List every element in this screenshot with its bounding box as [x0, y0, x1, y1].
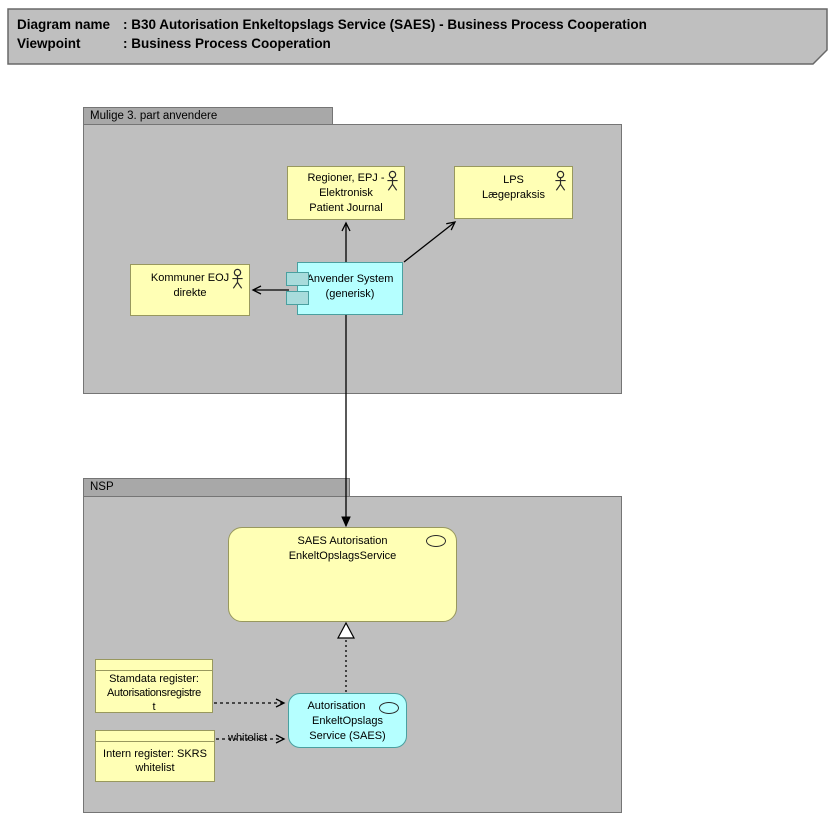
viewpoint-label: Viewpoint: [17, 36, 81, 51]
node-label: EnkeltOpslags: [312, 715, 383, 727]
group-nsp-tab: NSP: [83, 478, 350, 496]
component-icon: [286, 272, 309, 286]
node-label: t: [152, 701, 156, 713]
node-label: direkte: [173, 287, 207, 299]
node-label: Lægepraksis: [482, 189, 545, 201]
diagram-name-row: Diagram name : B30 Autorisation Enkeltops…: [17, 15, 647, 34]
component-icon: [286, 291, 309, 305]
node-label: whitelist: [135, 762, 175, 774]
service-icon: [426, 535, 446, 547]
business-actor-icon: [555, 170, 566, 191]
business-object-topbar: [96, 660, 212, 671]
group-third-party-tab: Mulige 3. part anvendere: [83, 107, 333, 124]
node-label: Stamdata register:: [109, 673, 199, 685]
node-lps: LPS Lægepraksis: [454, 166, 573, 219]
node-label: LPS: [503, 174, 524, 186]
node-label: EnkeltOpslagsService: [288, 550, 397, 562]
diagram-name-label: Diagram name: [17, 17, 111, 32]
node-label: (generisk): [325, 288, 375, 300]
connector-whitelist-label: whitelist: [226, 732, 270, 744]
group-nsp-label: NSP: [90, 481, 114, 493]
node-label: Autorisation: [307, 700, 366, 712]
group-third-party-label: Mulige 3. part anvendere: [90, 110, 218, 122]
node-intern-register: Intern register: SKRS whitelist: [95, 730, 215, 782]
node-label: SAES Autorisation: [297, 535, 388, 547]
viewpoint-row: Viewpoint : Business Process Cooperation: [17, 34, 647, 53]
node-label: Kommuner EOJ: [150, 272, 230, 284]
business-actor-icon: [387, 170, 398, 191]
node-label: Intern register: SKRS: [103, 748, 207, 760]
node-kommuner-eoj: Kommuner EOJ direkte: [130, 264, 250, 316]
node-anvender-system: Anvender System (generisk): [286, 262, 403, 315]
group-third-party-body: [83, 124, 622, 394]
service-icon: [379, 702, 399, 714]
diagram-name-value: : B30 Autorisation Enkeltopslags Service…: [123, 17, 647, 32]
node-label: Autorisationsregistre: [107, 687, 201, 699]
node-label: Regioner, EPJ -: [307, 172, 385, 184]
node-label: Elektronisk: [319, 187, 373, 199]
diagram-title-note: Diagram name : B30 Autorisation Enkeltops…: [17, 15, 647, 53]
node-stamdata-register: Stamdata register: Autorisationsregistre…: [95, 659, 213, 713]
viewpoint-value: : Business Process Cooperation: [123, 36, 331, 51]
node-label: Patient Journal: [309, 202, 383, 214]
node-saes-service: SAES Autorisation EnkeltOpslagsService: [228, 527, 457, 622]
node-autorisation-service: Autorisation EnkeltOpslags Service (SAES…: [288, 693, 407, 748]
business-object-topbar: [96, 731, 214, 742]
node-regioner-epj: Regioner, EPJ - Elektronisk Patient Jour…: [287, 166, 405, 220]
node-label: Anvender System: [306, 273, 394, 285]
node-label: Service (SAES): [309, 730, 386, 742]
business-actor-icon: [232, 268, 243, 289]
